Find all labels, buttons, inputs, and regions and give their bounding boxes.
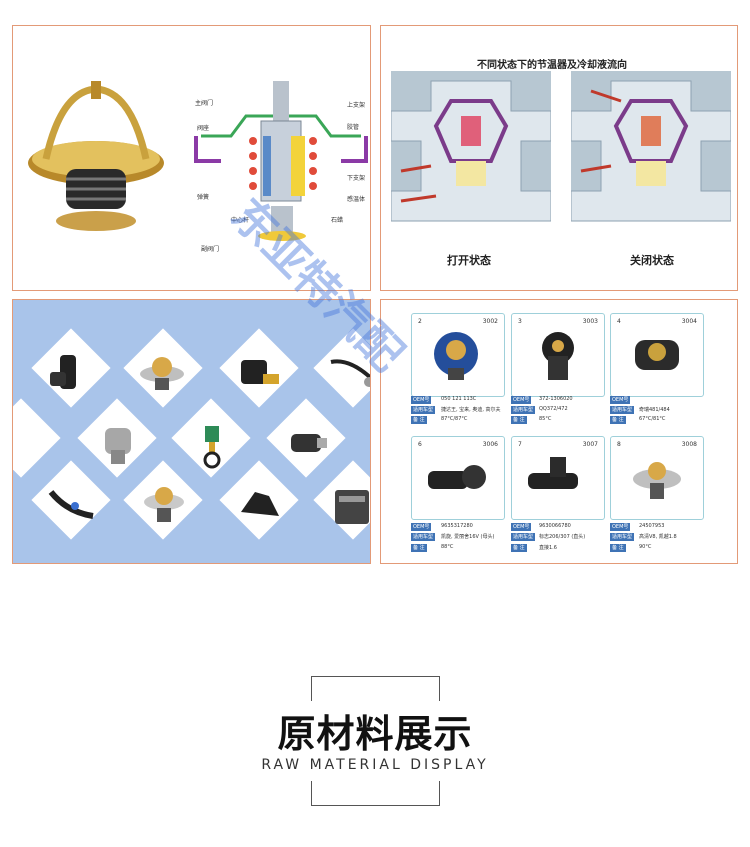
note-tag: 备 注 <box>610 416 626 424</box>
card-code: 3002 <box>482 318 498 325</box>
section-title: 原材料展示 <box>277 712 473 756</box>
oem-tag: OEM号 <box>511 523 532 531</box>
card-number: 3 <box>518 318 522 325</box>
card-number: 4 <box>617 318 621 325</box>
vehicle-models: 奇瑞481/484 <box>639 407 670 413</box>
label-center-rod: 中心杆 <box>231 217 250 224</box>
open-state-diagram <box>391 71 551 222</box>
angled-housing-image <box>428 465 486 489</box>
label-aux-valve: 副阀门 <box>201 246 220 253</box>
vehicle-models: 高清V8, 凯越1.8 <box>639 534 677 540</box>
label-upper-bracket: 上支架 <box>347 102 366 109</box>
sensor-cable-product <box>330 359 370 387</box>
brass-thermostat-photo <box>28 81 164 231</box>
note-tag: 备 注 <box>511 416 527 424</box>
diamond-tile <box>13 398 61 478</box>
straight-housing-image <box>528 457 578 489</box>
oem-tag: OEM号 <box>511 396 532 404</box>
note-value: 85°C <box>539 416 552 422</box>
vehicle-tag: 适用车型 <box>610 406 635 414</box>
window-switch-product <box>335 490 369 524</box>
catalog-card: 8 3008 <box>610 436 704 520</box>
note-tag: 备 注 <box>411 416 427 424</box>
blue-thermostat-image <box>434 332 478 380</box>
water-pump-product <box>105 428 131 464</box>
vehicle-models: QQ372/472 <box>539 406 568 412</box>
oem-number: 9630066780 <box>539 523 571 529</box>
housing-thermostat-image <box>635 340 679 370</box>
catalog-card: 6 3006 <box>411 436 505 520</box>
oem-tag: OEM号 <box>411 523 432 531</box>
parts-collage-panel <box>12 299 371 564</box>
catalog-card: 7 3007 <box>511 436 605 520</box>
card-code: 3007 <box>582 441 598 448</box>
label-hose: 胶管 <box>347 124 360 131</box>
thermostat-housing-product <box>50 355 76 389</box>
temperature-sensor-product <box>241 360 279 384</box>
label-main-valve: 主阀门 <box>195 100 214 107</box>
pressure-switch-product <box>291 434 327 452</box>
oem-number: 24507953 <box>639 523 665 529</box>
flow-diagram-title: 不同状态下的节温器及冷却液流向 <box>477 60 627 71</box>
label-lower-bracket: 下支架 <box>347 175 366 182</box>
card-code: 3006 <box>482 441 498 448</box>
coolant-pipe-product <box>48 490 94 519</box>
green-sensor-product <box>203 426 221 469</box>
card-number: 6 <box>418 441 422 448</box>
oem-tag: OEM号 <box>411 396 432 404</box>
note-value: 90°C <box>639 544 652 550</box>
thermostat-product <box>140 357 184 390</box>
oem-number: 9635317280 <box>441 523 473 529</box>
black-bracket-product <box>241 492 279 516</box>
open-state-label: 打开状态 <box>447 254 491 267</box>
note-value: 87°C/87°C <box>441 416 468 422</box>
label-paraffin: 石蜡 <box>331 217 344 224</box>
note-tag: 备 注 <box>610 544 626 552</box>
oem-number: 050 121 113C <box>441 396 477 402</box>
note-value: 67°C/81°C <box>639 416 666 422</box>
label-sensor-body: 感温体 <box>347 196 366 203</box>
thermostat-cutaway-diagram <box>194 81 368 241</box>
heading-frame-gap <box>306 701 445 781</box>
vehicle-tag: 适用车型 <box>411 406 436 414</box>
closed-state-label: 关闭状态 <box>630 254 674 267</box>
card-number: 7 <box>518 441 522 448</box>
note-tag: 备 注 <box>411 544 427 552</box>
catalog-card: 3 3003 <box>511 313 605 397</box>
card-number: 8 <box>617 441 621 448</box>
coolant-flow-panel: 不同状态下的节温器及冷却液流向 打开状态 关闭状态 <box>380 25 738 291</box>
card-number: 2 <box>418 318 422 325</box>
vehicle-models: 捷达王, 宝来, 奥迪, 高尔夫 <box>441 407 501 413</box>
card-code: 3008 <box>681 441 697 448</box>
label-valve-seat: 阀座 <box>197 125 210 132</box>
black-thermostat-image <box>542 332 574 380</box>
note-value: 直接1.6 <box>539 545 557 551</box>
vehicle-tag: 适用车型 <box>511 406 536 414</box>
vehicle-tag: 适用车型 <box>411 533 436 541</box>
product-catalog-panel: 2 3002 3 3003 4 3004 OEM号 050 121 113C 适… <box>380 299 738 564</box>
note-value: 88°C <box>441 544 454 550</box>
section-subtitle: RAW MATERIAL DISPLAY <box>261 757 489 773</box>
note-tag: 备 注 <box>511 544 527 552</box>
catalog-card: 4 3004 <box>610 313 704 397</box>
thermostat-assembly-product <box>144 487 184 522</box>
oem-number: 372-1306020 <box>539 396 573 402</box>
metal-thermostat-image <box>633 462 681 499</box>
thermostat-structure-panel: 主阀门 阀座 弹簧 中心杆 副阀门 上支架 胶管 下支架 感温体 石蜡 <box>12 25 371 291</box>
oem-tag: OEM号 <box>610 523 631 531</box>
card-code: 3003 <box>582 318 598 325</box>
catalog-card: 2 3002 <box>411 313 505 397</box>
closed-state-diagram <box>571 71 731 222</box>
vehicle-tag: 适用车型 <box>610 533 635 541</box>
card-code: 3004 <box>681 318 697 325</box>
vehicle-models: 凯旋, 爱丽舍16V (母头) <box>441 534 495 540</box>
vehicle-models: 标志206/307 (直头) <box>539 534 586 540</box>
label-spring: 弹簧 <box>197 194 210 201</box>
vehicle-tag: 适用车型 <box>511 533 536 541</box>
oem-tag: OEM号 <box>610 396 631 404</box>
